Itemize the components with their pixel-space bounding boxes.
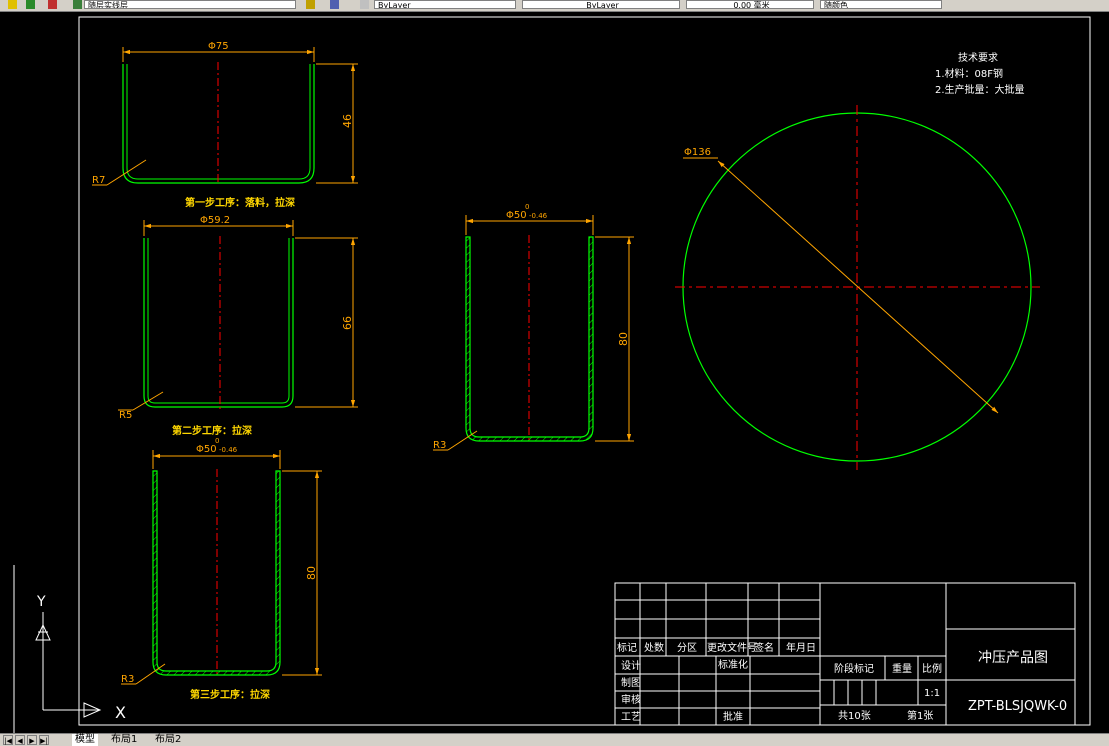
title-block	[614, 582, 1076, 726]
cup3-radius-label: R3	[121, 674, 134, 685]
drawing-canvas[interactable]: 技术要求 1.材料：08F钢 2.生产批量：大批量 Φ75 46 R7 第一步工…	[0, 12, 1109, 733]
cup3-tol-upper: 0	[215, 437, 219, 445]
cup3-diameter-label: Φ50	[196, 444, 217, 455]
layer-swatch-icon	[73, 0, 82, 9]
plotstyle-dropdown[interactable]: 随颜色	[820, 0, 942, 9]
cup3-height-label: 80	[305, 566, 318, 580]
cup-step-3: Φ50 0 -0.46 80 R3 第三步工序：拉深	[121, 437, 322, 701]
drawing-frame	[78, 16, 1091, 726]
svg-text:X: X	[115, 703, 126, 722]
svg-text:标记: 标记	[617, 642, 637, 654]
cup-final: Φ50 0 -0.46 80 R3	[433, 203, 634, 451]
svg-text:第1张: 第1张	[907, 709, 933, 722]
cup2-height-label: 66	[341, 316, 354, 330]
prev-tab-icon[interactable]: ◀	[15, 735, 25, 745]
technical-requirements: 技术要求 1.材料：08F钢 2.生产批量：大批量	[935, 51, 1025, 96]
last-tab-icon[interactable]: ▶|	[39, 735, 49, 745]
layer-state-icon[interactable]	[8, 0, 17, 9]
layer-color-icon[interactable]	[26, 0, 35, 9]
svg-text:标准化: 标准化	[718, 658, 748, 671]
cup1-diameter-label: Φ75	[208, 41, 229, 52]
svg-text:更改文件号: 更改文件号	[707, 641, 757, 654]
cup2-diameter-label: Φ59.2	[200, 215, 230, 226]
cup1-radius-label: R7	[92, 175, 105, 186]
title-block-text: 标记 处数 分区 更改文件号 签名 年月日 设计 标准化 制图 审核 工艺 批准…	[617, 641, 1067, 723]
tab-layout-1[interactable]: 布局1	[111, 734, 138, 745]
cup2-radius-label: R5	[119, 410, 132, 421]
cup1-caption: 第一步工序：落料，拉深	[185, 196, 295, 209]
lineweight-dropdown[interactable]: 0.00 毫米	[686, 0, 814, 9]
make-current-icon[interactable]	[306, 0, 315, 9]
svg-text:工艺: 工艺	[621, 711, 641, 723]
cup4-diameter-label: Φ50	[506, 210, 527, 221]
color-icon	[360, 0, 369, 9]
cup1-height-label: 46	[341, 114, 354, 128]
tab-layout-2[interactable]: 布局2	[155, 734, 182, 745]
svg-text:批准: 批准	[723, 710, 743, 723]
svg-text:制图: 制图	[621, 676, 641, 689]
svg-text:分区: 分区	[677, 642, 697, 654]
svg-text:1:1: 1:1	[924, 688, 940, 699]
cup-step-2: Φ59.2 66 R5 第二步工序：拉深	[118, 215, 358, 437]
next-tab-icon[interactable]: ▶	[27, 735, 37, 745]
drawing-code: ZPT-BLSJQWK-0	[968, 699, 1067, 714]
ucs-icon: Y X	[35, 594, 126, 722]
svg-text:阶段标记: 阶段标记	[834, 662, 874, 675]
layout-tab-bar: |◀ ◀ ▶ ▶| 模型 布局1 布局2	[0, 733, 1109, 746]
cup4-radius-label: R3	[433, 440, 446, 451]
layer-lock-icon[interactable]	[48, 0, 57, 9]
svg-text:年月日: 年月日	[786, 641, 816, 654]
first-tab-icon[interactable]: |◀	[3, 735, 13, 745]
tech-line-2: 2.生产批量：大批量	[935, 83, 1025, 96]
blank-circle: Φ136	[675, 105, 1040, 470]
cup3-tol-lower: -0.46	[219, 446, 238, 454]
tech-line-1: 1.材料：08F钢	[935, 67, 1003, 80]
tech-title: 技术要求	[958, 51, 998, 64]
svg-text:共10张: 共10张	[838, 710, 871, 722]
svg-text:Y: Y	[36, 594, 46, 610]
drawing-name: 冲压产品图	[978, 650, 1048, 666]
layer-dropdown[interactable]: 随层实线层	[84, 0, 296, 9]
svg-text:处数: 处数	[644, 641, 664, 654]
cup4-height-label: 80	[617, 332, 630, 346]
svg-text:设计: 设计	[621, 659, 641, 672]
cup2-caption: 第二步工序：拉深	[172, 424, 252, 437]
cup-step-1: Φ75 46 R7 第一步工序：落料，拉深	[92, 41, 358, 209]
toolbar: 随层实线层 ByLayer ByLayer 0.00 毫米 随颜色	[0, 0, 1109, 12]
svg-text:签名: 签名	[754, 641, 774, 654]
color-dropdown[interactable]: ByLayer	[374, 0, 516, 9]
cup4-tol-upper: 0	[525, 203, 529, 211]
svg-text:审核: 审核	[621, 693, 641, 706]
cup4-tol-lower: -0.46	[529, 212, 548, 220]
svg-text:重量: 重量	[892, 662, 912, 675]
svg-text:比例: 比例	[922, 662, 942, 675]
blank-diameter-label: Φ136	[684, 147, 711, 158]
layer-previous-icon[interactable]	[330, 0, 339, 9]
linetype-dropdown[interactable]: ByLayer	[522, 0, 680, 9]
tab-model[interactable]: 模型	[72, 734, 98, 746]
cup3-caption: 第三步工序：拉深	[190, 688, 270, 701]
